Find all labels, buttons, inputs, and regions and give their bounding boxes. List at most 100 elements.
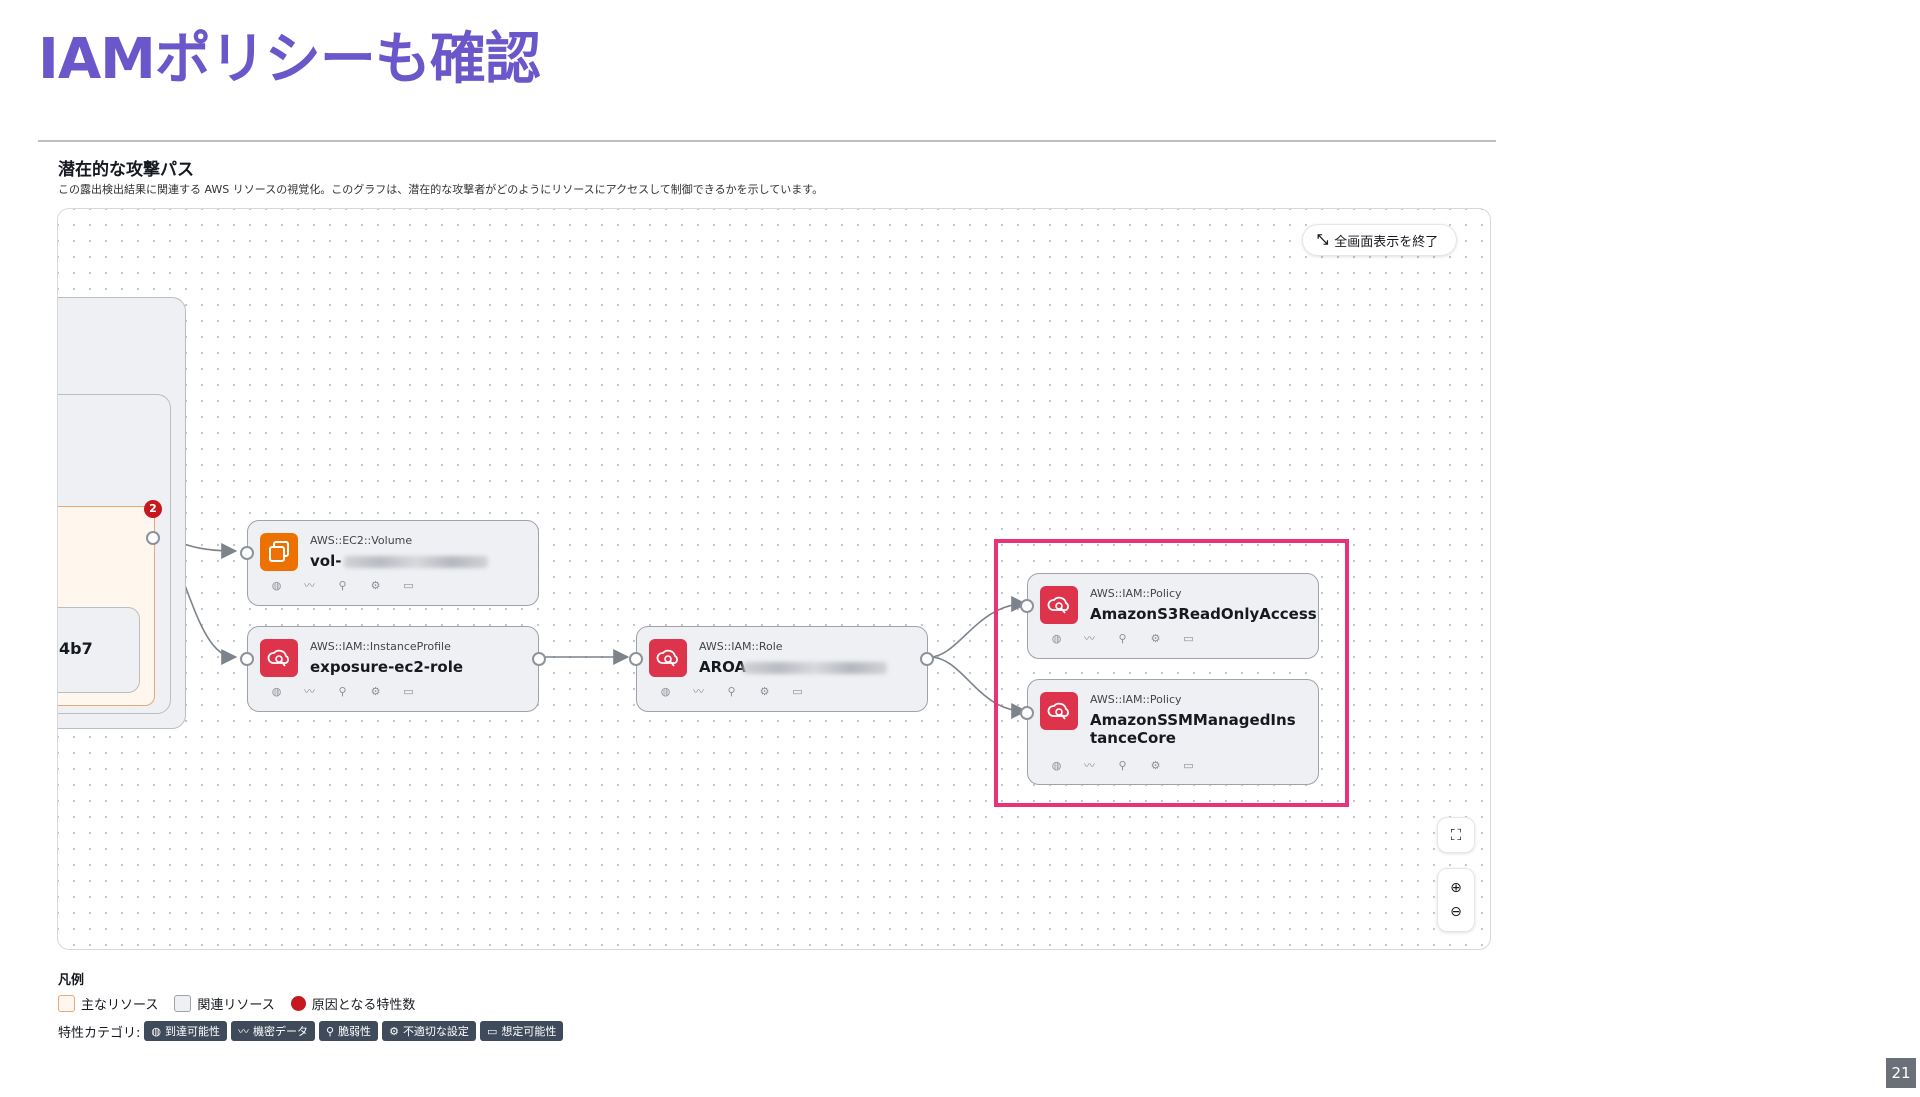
node-type: AWS::IAM::InstanceProfile bbox=[310, 640, 451, 653]
node-policy-ssm-core[interactable]: AWS::IAM::Policy AmazonSSMManagedInstanc… bbox=[1027, 679, 1319, 785]
zoom-out-icon[interactable]: ⊖ bbox=[1450, 904, 1462, 920]
redacted-text bbox=[344, 556, 488, 568]
title-divider bbox=[38, 140, 1496, 142]
gear-icon: ⚙ bbox=[759, 685, 770, 698]
related-swatch bbox=[174, 995, 192, 1012]
edge-to-policy-s3 bbox=[929, 596, 1028, 658]
node-name: AmazonS3ReadOnlyAccess bbox=[1090, 605, 1317, 623]
chip-misconfiguration: ⚙不適切な設定 bbox=[382, 1021, 476, 1041]
graph-canvas[interactable]: 4b7 2 AWS::EC2::Volume vol- ◍〰⚲⚙▭ AWS::I… bbox=[57, 208, 1491, 950]
id-card-icon: ▭ bbox=[403, 579, 414, 592]
node-name: exposure-ec2-role bbox=[310, 658, 464, 676]
chip-sensitive-data: 〰機密データ bbox=[231, 1021, 315, 1041]
chip-reachability: ◍到達可能性 bbox=[144, 1021, 227, 1041]
page-number: 21 bbox=[1886, 1058, 1916, 1088]
gear-icon: ⚙ bbox=[370, 685, 381, 698]
chip-vulnerability: ⚲脆弱性 bbox=[319, 1021, 379, 1041]
port bbox=[240, 546, 254, 560]
iam-icon bbox=[260, 639, 298, 677]
gear-icon: ⚙ bbox=[1150, 759, 1161, 772]
id-card-icon: ▭ bbox=[1183, 632, 1194, 645]
gear-icon: ⚙ bbox=[389, 1024, 399, 1038]
exit-fullscreen-label: 全画面表示を終了 bbox=[1334, 234, 1439, 250]
collapse-icon: ⤡ bbox=[1317, 232, 1329, 248]
category-icons: ◍ 〰 ⚲ ⚙ ▭ bbox=[1048, 633, 1197, 645]
port bbox=[146, 531, 160, 545]
section-description: この露出検出結果に関連する AWS リソースの視覚化。このグラフは、潜在的な攻撃… bbox=[58, 183, 824, 196]
node-type: AWS::IAM::Role bbox=[699, 640, 783, 653]
wave-icon: 〰 bbox=[1084, 632, 1095, 645]
category-icons: ◍ 〰 ⚲ ⚙ ▭ bbox=[1048, 760, 1197, 772]
edge-to-policy-ssm bbox=[929, 656, 1028, 719]
policy-highlight-frame bbox=[994, 539, 1349, 807]
exit-fullscreen-button[interactable]: ⤡ 全画面表示を終了 bbox=[1302, 224, 1458, 256]
globe-icon: ◍ bbox=[1051, 759, 1062, 772]
cause-swatch bbox=[290, 996, 306, 1011]
magnify-icon: ⚲ bbox=[727, 685, 736, 698]
category-icons: ◍ 〰 ⚲ ⚙ ▭ bbox=[268, 580, 417, 592]
primary-swatch bbox=[58, 995, 75, 1012]
id-card-icon: ▭ bbox=[792, 685, 803, 698]
fit-view-icon[interactable]: ⛶ bbox=[1450, 826, 1462, 844]
node-type: AWS::EC2::Volume bbox=[310, 534, 413, 547]
node-name: vol- bbox=[310, 552, 342, 570]
node-ec2-volume[interactable]: AWS::EC2::Volume vol- ◍ 〰 ⚲ ⚙ ▭ bbox=[247, 520, 539, 606]
globe-icon: ◍ bbox=[151, 1024, 161, 1038]
magnify-icon: ⚲ bbox=[326, 1024, 335, 1038]
port bbox=[240, 652, 254, 666]
category-legend: 特性カテゴリ: ◍到達可能性 〰機密データ ⚲脆弱性 ⚙不適切な設定 ▭想定可能… bbox=[58, 1021, 564, 1041]
primary-resource-label: 4b7 bbox=[59, 639, 93, 658]
globe-icon: ◍ bbox=[1051, 632, 1062, 645]
wave-icon: 〰 bbox=[1084, 759, 1095, 772]
chip-assumability: ▭想定可能性 bbox=[479, 1021, 564, 1041]
wave-icon: 〰 bbox=[238, 1025, 249, 1038]
node-instance-profile[interactable]: AWS::IAM::InstanceProfile exposure-ec2-r… bbox=[247, 626, 539, 712]
gear-icon: ⚙ bbox=[370, 579, 381, 592]
section-heading: 潜在的な攻撃パス bbox=[58, 160, 194, 180]
legend-cause: 原因となる特性数 bbox=[311, 998, 416, 1013]
zoom-controls: ⊕ ⊖ bbox=[1437, 868, 1475, 932]
node-type: AWS::IAM::Policy bbox=[1090, 693, 1182, 706]
id-card-icon: ▭ bbox=[486, 1024, 498, 1038]
redacted-text bbox=[743, 662, 887, 674]
id-card-icon: ▭ bbox=[403, 685, 414, 698]
id-card-icon: ▭ bbox=[1183, 759, 1194, 772]
iam-icon bbox=[1040, 586, 1078, 624]
node-policy-s3-readonly[interactable]: AWS::IAM::Policy AmazonS3ReadOnlyAccess … bbox=[1027, 573, 1319, 659]
port bbox=[629, 652, 643, 666]
iam-icon bbox=[649, 639, 687, 677]
node-name: AROA bbox=[699, 658, 747, 676]
category-label: 特性カテゴリ: bbox=[58, 1025, 141, 1041]
port bbox=[532, 652, 546, 666]
wave-icon: 〰 bbox=[693, 685, 704, 698]
node-name: AmazonSSMManagedInstanceCore bbox=[1090, 711, 1296, 747]
globe-icon: ◍ bbox=[271, 685, 282, 698]
port bbox=[1020, 706, 1034, 720]
legend-primary: 主なリソース bbox=[81, 998, 159, 1013]
slide-title: IAMポリシーも確認 bbox=[38, 27, 541, 92]
iam-icon bbox=[1040, 692, 1078, 730]
port bbox=[1020, 599, 1034, 613]
legend-related: 関連リソース bbox=[197, 998, 275, 1013]
gear-icon: ⚙ bbox=[1150, 632, 1161, 645]
primary-resource-node[interactable] bbox=[58, 607, 140, 693]
globe-icon: ◍ bbox=[271, 579, 282, 592]
legend-row: 主なリソース 関連リソース 原因となる特性数 bbox=[58, 994, 415, 1013]
magnify-icon: ⚲ bbox=[338, 685, 347, 698]
node-iam-role[interactable]: AWS::IAM::Role AROA ◍ 〰 ⚲ ⚙ ▭ bbox=[636, 626, 928, 712]
fit-view-control[interactable]: ⛶ bbox=[1437, 817, 1475, 853]
ec2-volume-icon bbox=[260, 533, 298, 571]
category-icons: ◍ 〰 ⚲ ⚙ ▭ bbox=[657, 686, 806, 698]
node-type: AWS::IAM::Policy bbox=[1090, 587, 1182, 600]
magnify-icon: ⚲ bbox=[1118, 632, 1127, 645]
category-icons: ◍ 〰 ⚲ ⚙ ▭ bbox=[268, 686, 417, 698]
wave-icon: 〰 bbox=[304, 579, 315, 592]
magnify-icon: ⚲ bbox=[338, 579, 347, 592]
globe-icon: ◍ bbox=[660, 685, 671, 698]
magnify-icon: ⚲ bbox=[1118, 759, 1127, 772]
wave-icon: 〰 bbox=[304, 685, 315, 698]
legend-title: 凡例 bbox=[58, 973, 85, 988]
cause-count-badge: 2 bbox=[144, 500, 162, 518]
port bbox=[920, 652, 934, 666]
zoom-in-icon[interactable]: ⊕ bbox=[1450, 880, 1462, 896]
